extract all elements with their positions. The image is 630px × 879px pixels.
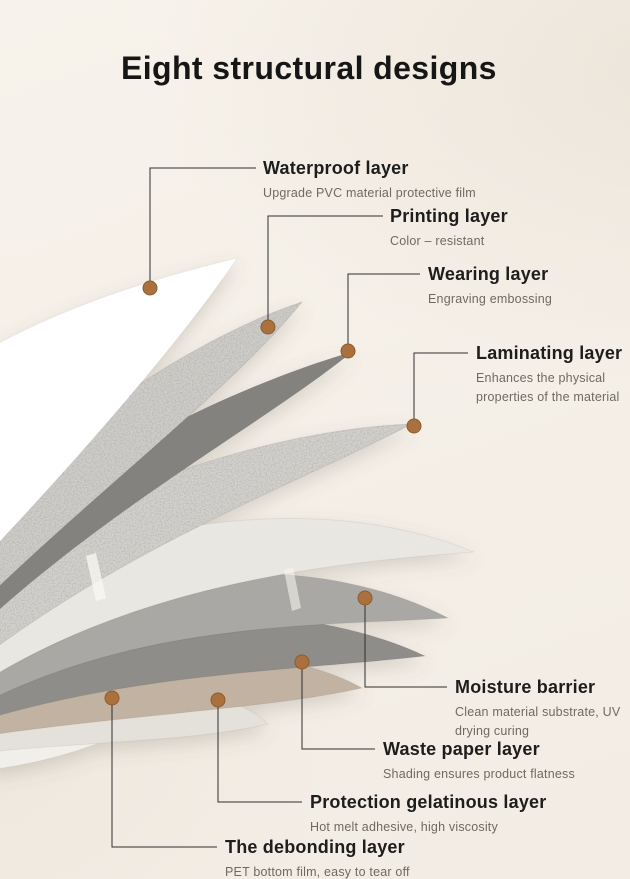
- dot-waste-paper: [294, 654, 310, 670]
- callout-desc: PET bottom film, easy to tear off: [225, 865, 410, 879]
- callout-label: Laminating layer: [476, 343, 623, 363]
- callout-label: Wearing layer: [428, 264, 549, 284]
- dot-waterproof: [142, 280, 158, 296]
- leader-waterproof: [149, 167, 256, 288]
- callout-waterproof: Waterproof layer Upgrade PVC material pr…: [263, 157, 476, 203]
- callout-label: The debonding layer: [225, 837, 405, 857]
- page-title: Eight structural designs: [121, 50, 497, 86]
- leader-protection: [217, 700, 302, 803]
- leader-lines: [111, 167, 468, 848]
- callout-desc: Upgrade PVC material protective film: [263, 186, 476, 200]
- leader-laminating: [413, 352, 468, 426]
- callout-desc: Hot melt adhesive, high viscosity: [310, 820, 498, 834]
- dot-protection: [210, 692, 226, 708]
- sheet-wearing: [0, 352, 352, 610]
- callout-waste-paper: Waste paper layer Shading ensures produc…: [383, 738, 575, 784]
- leader-wearing: [347, 273, 420, 351]
- callout-debonding: The debonding layer PET bottom film, eas…: [225, 836, 410, 879]
- callout-desc: Shading ensures product flatness: [383, 767, 575, 781]
- callout-protection: Protection gelatinous layer Hot melt adh…: [310, 791, 546, 837]
- callout-label: Waterproof layer: [263, 158, 409, 178]
- callout-label: Protection gelatinous layer: [310, 792, 547, 812]
- dot-laminating: [406, 418, 422, 434]
- leader-printing: [267, 215, 383, 327]
- highlight-streak: [284, 567, 301, 611]
- dot-wearing: [340, 343, 356, 359]
- sheet-stack: [0, 257, 475, 770]
- callout-desc: Engraving embossing: [428, 292, 553, 306]
- callout-label: Waste paper layer: [383, 739, 540, 759]
- leader-waste-paper: [301, 662, 375, 750]
- dot-debonding: [104, 690, 120, 706]
- callout-desc: Color – resistant: [390, 234, 485, 248]
- callout-label: Printing layer: [390, 206, 508, 226]
- sheet-waterproof: [0, 257, 239, 543]
- callout-label: Moisture barrier: [455, 677, 596, 697]
- callout-wearing: Wearing layer Engraving embossing: [428, 263, 552, 309]
- callout-desc: Enhances the physical properties of the …: [476, 371, 620, 405]
- callout-moisture: Moisture barrier Clean material substrat…: [455, 676, 627, 742]
- callout-desc: Clean material substrate, UV drying curi…: [455, 705, 621, 739]
- callout-laminating: Laminating layer Enhances the physical p…: [476, 342, 630, 408]
- leader-moisture: [364, 598, 447, 688]
- anchor-dots: [104, 280, 422, 708]
- leader-debonding: [111, 698, 217, 848]
- dot-moisture: [357, 590, 373, 606]
- highlight-streak: [86, 553, 106, 601]
- callout-printing: Printing layer Color – resistant: [390, 205, 508, 251]
- dot-printing: [260, 319, 276, 335]
